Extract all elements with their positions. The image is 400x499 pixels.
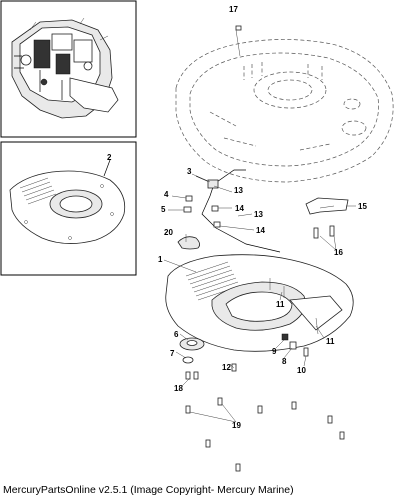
callout-16: 16 — [334, 248, 343, 257]
leader-lines — [163, 173, 356, 423]
cable-assembly-3 — [183, 169, 281, 253]
callout-4: 4 — [164, 190, 169, 199]
washer-7 — [182, 356, 194, 364]
callout-3: 3 — [187, 167, 192, 176]
callout-18: 18 — [174, 384, 183, 393]
callout-14b: 14 — [256, 226, 265, 235]
pulley-6 — [179, 337, 205, 351]
callout-17: 17 — [229, 5, 238, 14]
callout-1: 1 — [158, 255, 163, 264]
callout-15: 15 — [358, 202, 367, 211]
callout-10: 10 — [297, 366, 306, 375]
callout-20: 20 — [164, 228, 173, 237]
callout-6: 6 — [174, 330, 179, 339]
bolt-17 — [235, 25, 242, 31]
callout-11b: 11 — [326, 337, 335, 346]
leader-line-2 — [103, 159, 111, 177]
bolts-18-12-19 — [185, 363, 345, 472]
callout-13a: 13 — [234, 186, 243, 195]
cover-plate-1 — [165, 254, 354, 352]
callout-14a: 14 — [235, 204, 244, 213]
engine-reference-panel — [0, 0, 137, 138]
clip-20 — [177, 236, 200, 250]
callout-11a: 11 — [276, 300, 285, 309]
callout-8: 8 — [282, 357, 287, 366]
callout-labels: 1 2 3 4 5 6 7 8 9 10 11 11 12 13 13 14 1… — [107, 5, 367, 430]
engine-illustration — [11, 17, 119, 119]
leader-line-17 — [235, 29, 241, 57]
bracket-15 — [305, 197, 349, 239]
copyright-footer: MercuryPartsOnline v2.5.1 (Image Copyrig… — [3, 484, 294, 496]
callout-5: 5 — [161, 205, 166, 214]
callout-9: 9 — [272, 347, 277, 356]
callout-2: 2 — [107, 153, 112, 162]
flywheel-housing-illustration — [175, 29, 394, 183]
exploded-parts-diagram: 1 2 3 4 5 6 7 8 9 10 11 11 12 13 13 14 1… — [0, 0, 394, 472]
cover-plate-illustration — [9, 170, 126, 244]
callout-12: 12 — [222, 363, 231, 372]
callout-19: 19 — [232, 421, 241, 430]
callout-7: 7 — [170, 349, 175, 358]
callout-13b: 13 — [254, 210, 263, 219]
cover-reference-panel — [0, 141, 137, 276]
